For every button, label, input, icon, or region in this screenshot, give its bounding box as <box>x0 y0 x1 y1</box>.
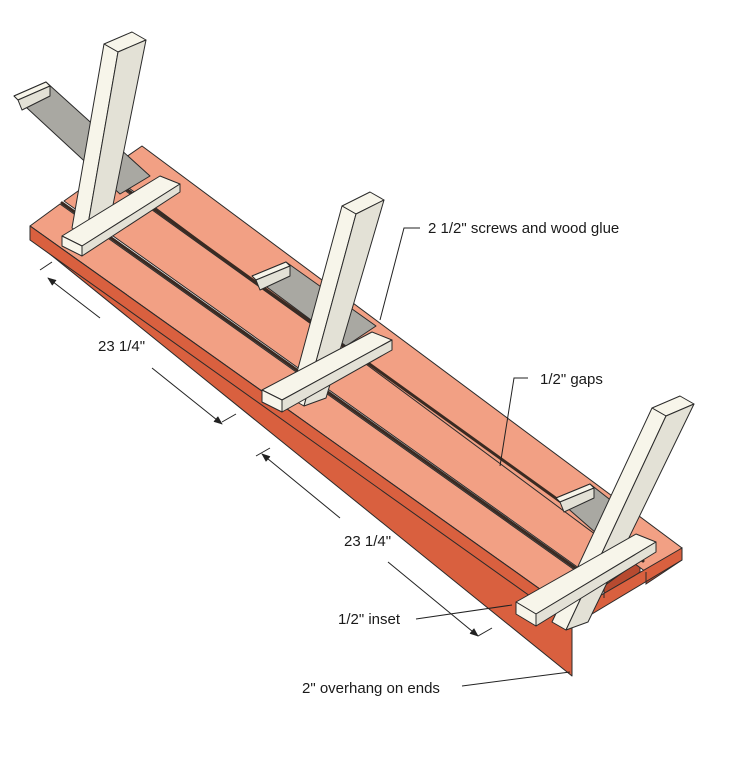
callout-overhang <box>461 671 571 687</box>
callout-overhang-label: 2" overhang on ends <box>302 680 440 697</box>
leg-assembly-left <box>13 31 181 257</box>
callout-screws-label: 2 1/2" screws and wood glue <box>428 220 619 237</box>
callout-gaps <box>499 377 528 467</box>
leg-assembly-right <box>515 395 695 631</box>
gap-line-1 <box>60 201 604 589</box>
callout-screws <box>379 227 420 321</box>
dimension-label-right: 23 1/4" <box>344 533 391 550</box>
callout-gaps-label: 1/2" gaps <box>540 371 603 388</box>
dimension-right <box>255 447 493 637</box>
callout-inset <box>415 604 513 620</box>
dimension-label-left: 23 1/4" <box>98 338 145 355</box>
gap-line-2 <box>102 171 645 563</box>
bench-seat <box>29 145 683 677</box>
callout-inset-label: 1/2" inset <box>338 611 401 628</box>
dimension-left <box>39 261 237 425</box>
leg-assembly-middle <box>251 191 393 413</box>
